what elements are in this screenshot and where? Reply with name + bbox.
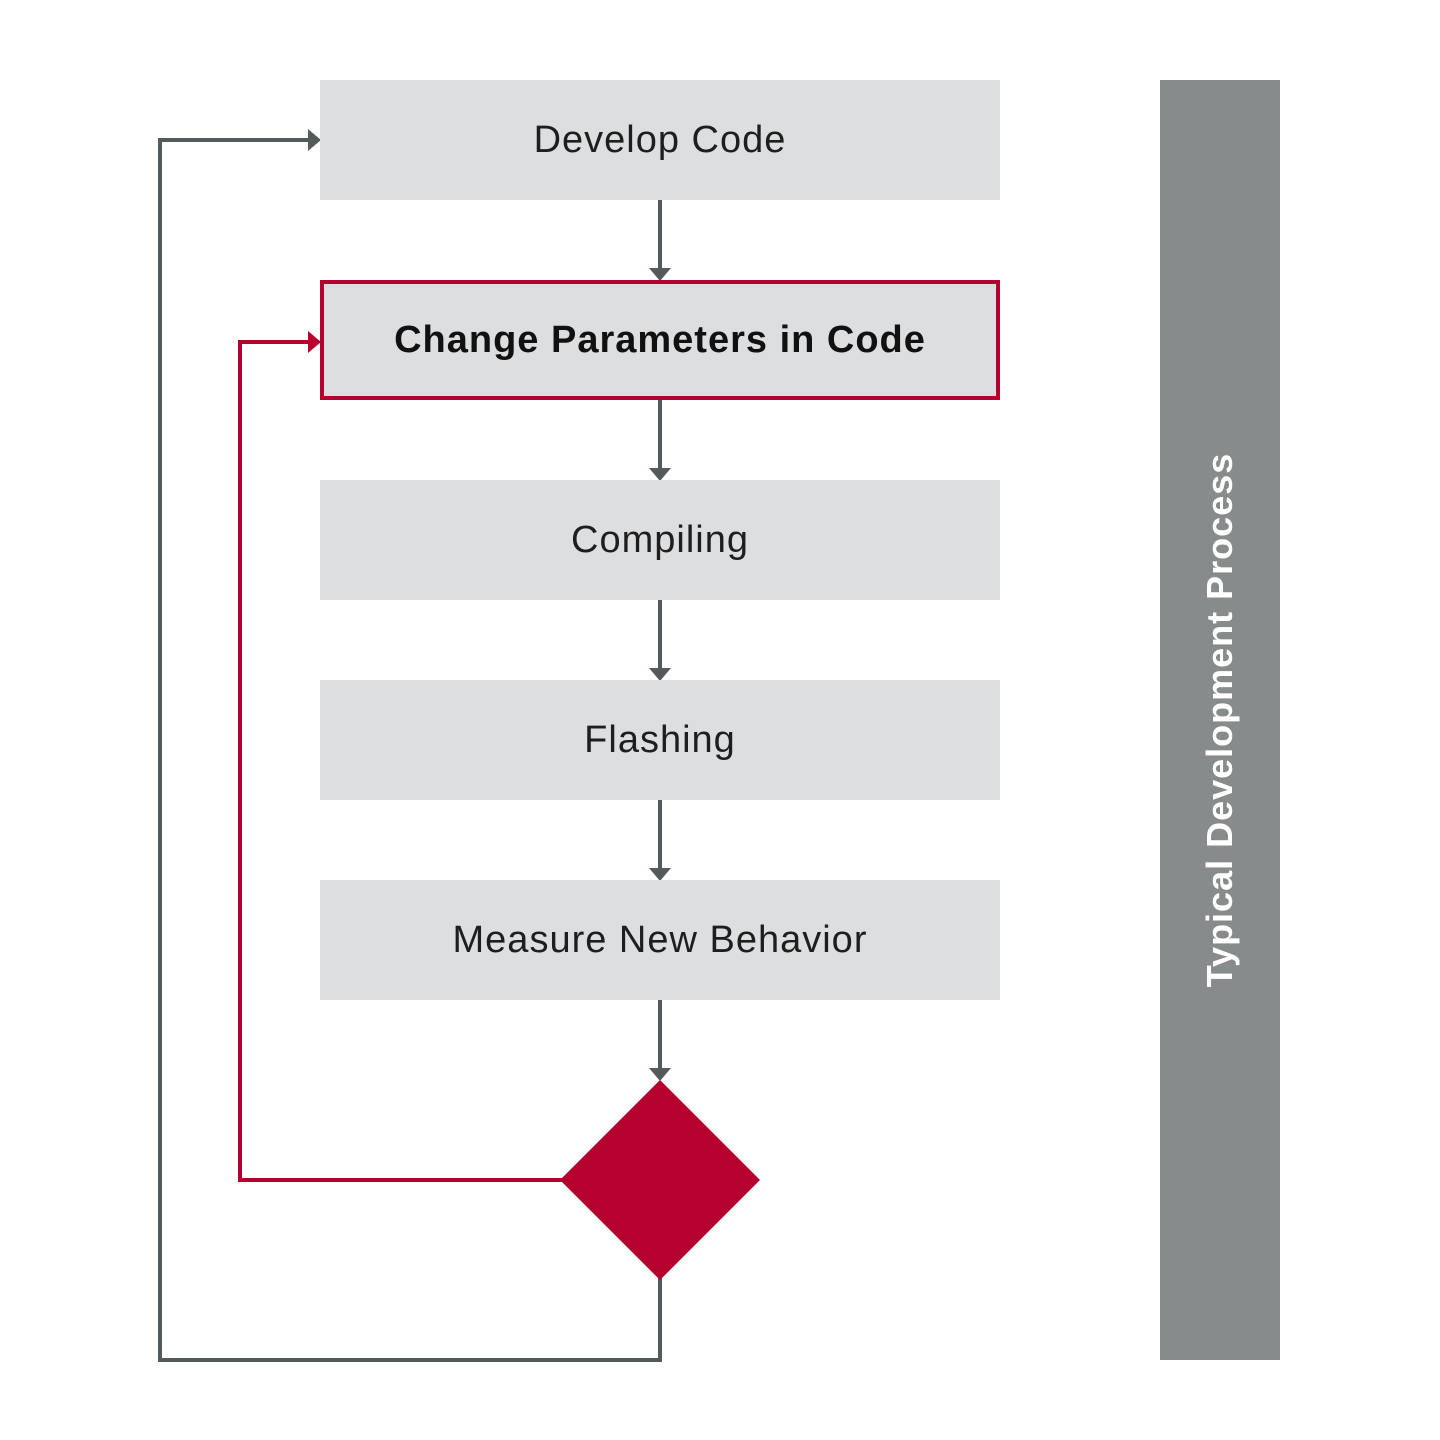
- step-develop-code: Develop Code: [320, 80, 1000, 200]
- arrow-change-to-compile: [649, 400, 671, 481]
- arrow-measure-to-decision: [649, 1000, 671, 1081]
- arrow-develop-to-change: [649, 200, 671, 281]
- step-compiling: Compiling: [320, 480, 1000, 600]
- process-side-bar: Typical Development Process: [1160, 80, 1280, 1360]
- arrow-compile-to-flash: [649, 600, 671, 681]
- loop-back-to-develop: [158, 129, 662, 1362]
- step-change-parameters-in-code: Change Parameters in Code: [320, 280, 1000, 400]
- decision-diamond: [560, 1080, 760, 1280]
- step-measure-new-behavior: Measure New Behavior: [320, 880, 1000, 1000]
- loop-back-to-change-parameters: [238, 331, 562, 1182]
- process-side-label: Typical Development Process: [1199, 452, 1240, 988]
- arrow-flash-to-measure: [649, 800, 671, 881]
- step-flashing: Flashing: [320, 680, 1000, 800]
